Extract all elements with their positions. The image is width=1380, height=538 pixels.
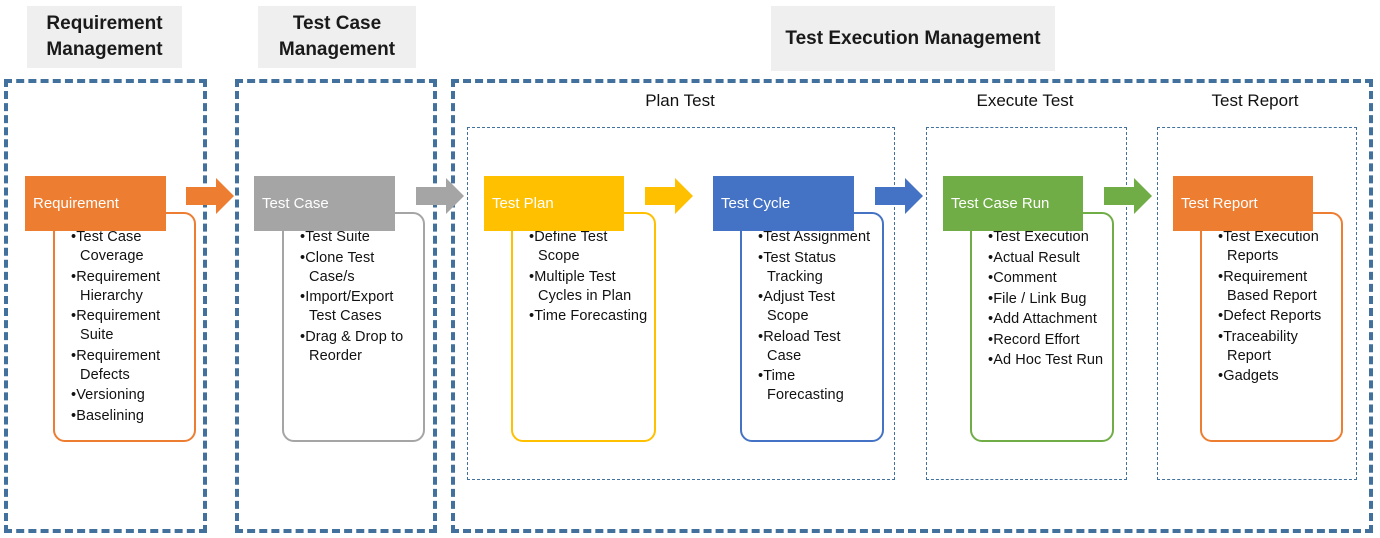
- phase-title-test-report: Test Report: [1211, 91, 1299, 110]
- test-plan-card: Define Test Scope Multiple Test Cycles i…: [511, 212, 656, 442]
- list-item: Reload Test Case: [758, 328, 876, 366]
- list-item: Test Assignment: [758, 228, 876, 247]
- list-item: Test Execution Reports: [1218, 228, 1335, 266]
- list-item: Drag & Drop to Reorder: [300, 328, 417, 366]
- list-item: Defect Reports: [1218, 307, 1335, 326]
- list-item: Time Forecasting: [758, 367, 876, 405]
- test-cycle-header: Test Cycle: [713, 176, 854, 231]
- section-title-test-execution-management: Test Execution Management: [771, 6, 1055, 71]
- test-report-header: Test Report: [1173, 176, 1313, 231]
- list-item: File / Link Bug: [988, 290, 1106, 309]
- phase-title-plan-test: Plan Test: [645, 91, 715, 110]
- list-item: Multiple Test Cycles in Plan: [529, 268, 648, 306]
- test-case-run-header: Test Case Run: [943, 176, 1083, 231]
- test-cycle-card: Test Assignment Test Status Tracking Adj…: [740, 212, 884, 442]
- list-item: Add Attachment: [988, 310, 1106, 329]
- list-item: Versioning: [71, 386, 188, 405]
- plan-test-region: [467, 127, 895, 480]
- list-item: Ad Hoc Test Run: [988, 351, 1106, 370]
- test-case-run-card: Test Execution Actual Result Comment Fil…: [970, 212, 1114, 442]
- arrow-test-case-run-to-test-report: [1104, 178, 1152, 214]
- requirement-management-group: [4, 79, 207, 533]
- list-item: Requirement Based Report: [1218, 268, 1335, 306]
- test-plan-header: Test Plan: [484, 176, 624, 231]
- list-item: Comment: [988, 269, 1106, 288]
- list-item: Requirement Hierarchy: [71, 268, 188, 306]
- test-report-card: Test Execution Reports Requirement Based…: [1200, 212, 1343, 442]
- test-case-header: Test Case: [254, 176, 395, 231]
- list-item: Clone Test Case/s: [300, 249, 417, 287]
- test-case-card: Test Suite Clone Test Case/s Import/Expo…: [282, 212, 425, 442]
- requirement-card: Test Case Coverage Requirement Hierarchy…: [53, 212, 196, 442]
- arrow-test-case-to-test-plan: [416, 178, 464, 214]
- test-execution-management-group: [451, 79, 1373, 533]
- list-item: Gadgets: [1218, 367, 1335, 386]
- arrow-test-plan-to-test-cycle: [645, 178, 693, 214]
- list-item: Actual Result: [988, 249, 1106, 268]
- list-item: Traceability Report: [1218, 328, 1335, 366]
- test-case-management-group: [235, 79, 437, 533]
- list-item: Test Execution: [988, 228, 1106, 247]
- requirement-header: Requirement: [25, 176, 166, 231]
- list-item: Test Case Coverage: [71, 228, 188, 266]
- list-item: Adjust Test Scope: [758, 288, 876, 326]
- list-item: Test Suite: [300, 228, 417, 247]
- arrow-test-cycle-to-test-case-run: [875, 178, 923, 214]
- list-item: Baselining: [71, 407, 188, 426]
- list-item: Requirement Defects: [71, 347, 188, 385]
- test-report-region: [1157, 127, 1357, 480]
- list-item: Import/Export Test Cases: [300, 288, 417, 326]
- arrow-requirement-to-test-case: [186, 178, 234, 214]
- list-item: Time Forecasting: [529, 307, 648, 326]
- phase-title-execute-test: Execute Test: [976, 91, 1074, 110]
- list-item: Record Effort: [988, 331, 1106, 350]
- section-title-test-case-management: Test Case Management: [258, 6, 416, 68]
- list-item: Test Status Tracking: [758, 249, 876, 287]
- execute-test-region: [926, 127, 1127, 480]
- section-title-requirement-management: Requirement Management: [27, 6, 182, 68]
- list-item: Requirement Suite: [71, 307, 188, 345]
- list-item: Define Test Scope: [529, 228, 648, 266]
